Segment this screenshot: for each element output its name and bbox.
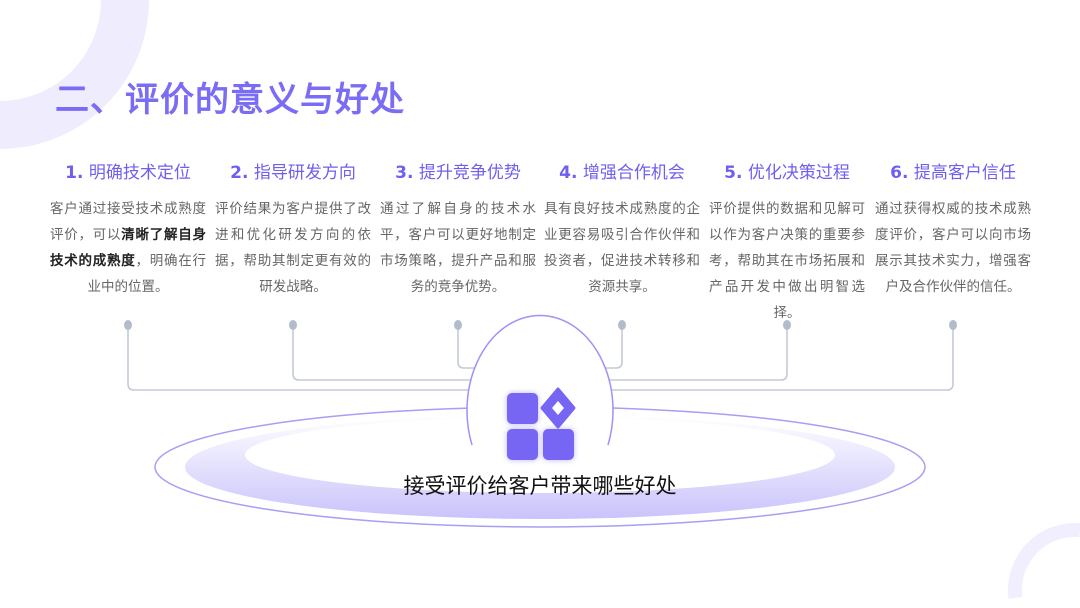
description-text: ，明确在行业中的位置。 [87,253,207,295]
benefit-heading-text: 指导研发方向 [253,163,356,183]
benefit-description: 通过获得权威的技术成熟度评价，客户可以向市场展示其技术实力，增强客户及合作伙伴的… [875,196,1031,300]
benefit-heading: 3. 提升竞争优势 [380,160,536,186]
benefit-item-1: 1. 明确技术定位 客户通过接受技术成熟度评价，可以清晰了解自身技术的成熟度，明… [50,160,206,300]
benefit-description: 评价提供的数据和见解可以作为客户决策的重要参考，帮助其在市场拓展和产品开发中做出… [709,196,865,326]
description-text: 具有良好技术成熟度的企业更容易吸引合作伙伴和投资者，促进技术转移和资源共享。 [544,201,700,295]
center-caption: 接受评价给客户带来哪些好处 [403,474,677,498]
benefit-number: 2. [230,163,249,183]
benefit-heading: 2. 指导研发方向 [215,160,371,186]
benefit-number: 3. [395,163,414,183]
benefit-heading-text: 增强合作机会 [582,163,685,183]
description-text: 通过获得权威的技术成熟度评价，客户可以向市场展示其技术实力，增强客户及合作伙伴的… [875,201,1031,295]
corner-ring-top-left [0,0,149,149]
center-circle [466,314,614,446]
benefit-description: 客户通过接受技术成熟度评价，可以清晰了解自身技术的成熟度，明确在行业中的位置。 [50,196,206,300]
benefit-item-3: 3. 提升竞争优势 通过了解自身的技术水平，客户可以更好地制定市场策略，提升产品… [380,160,536,300]
platform-inner [245,417,835,493]
connector-dots [124,320,957,330]
benefit-item-4: 4. 增强合作机会 具有良好技术成熟度的企业更容易吸引合作伙伴和投资者，促进技术… [544,160,700,300]
page-title: 二、评价的意义与好处 [55,80,405,120]
apps-icon [507,387,576,460]
benefit-heading-text: 提高客户信任 [913,163,1016,183]
benefit-heading: 6. 提高客户信任 [875,160,1031,186]
benefit-description: 具有良好技术成熟度的企业更容易吸引合作伙伴和投资者，促进技术转移和资源共享。 [544,196,700,300]
benefit-item-6: 6. 提高客户信任 通过获得权威的技术成熟度评价，客户可以向市场展示其技术实力，… [875,160,1031,300]
description-text: 评价提供的数据和见解可以作为客户决策的重要参考，帮助其在市场拓展和产品开发中做出… [709,201,865,321]
benefit-heading-text: 提升竞争优势 [418,163,521,183]
benefit-heading-text: 优化决策过程 [747,163,850,183]
benefit-description: 评价结果为客户提供了改进和优化研发方向的依据，帮助其制定更有效的研发战略。 [215,196,371,300]
benefit-number: 6. [890,163,909,183]
benefit-item-5: 5. 优化决策过程 评价提供的数据和见解可以作为客户决策的重要参考，帮助其在市场… [709,160,865,326]
corner-ring-bottom-right [1007,523,1080,599]
benefit-item-2: 2. 指导研发方向 评价结果为客户提供了改进和优化研发方向的依据，帮助其制定更有… [215,160,371,300]
description-text: 评价结果为客户提供了改进和优化研发方向的依据，帮助其制定更有效的研发战略。 [215,201,371,295]
description-text: 客户通过接受技术成熟度评价，可以 [50,201,206,243]
description-text: 通过了解自身的技术水平，客户可以更好地制定市场策略，提升产品和服务的竞争优势。 [380,201,536,295]
benefit-heading-text: 明确技术定位 [88,163,191,183]
benefit-heading: 1. 明确技术定位 [50,160,206,186]
benefit-description: 通过了解自身的技术水平，客户可以更好地制定市场策略，提升产品和服务的竞争优势。 [380,196,536,300]
benefit-number: 1. [65,163,84,183]
benefit-heading: 5. 优化决策过程 [709,160,865,186]
benefit-number: 5. [724,163,743,183]
benefit-heading: 4. 增强合作机会 [544,160,700,186]
description-highlight: 清晰了解自身技术的成熟度 [50,227,206,269]
benefit-number: 4. [559,163,578,183]
